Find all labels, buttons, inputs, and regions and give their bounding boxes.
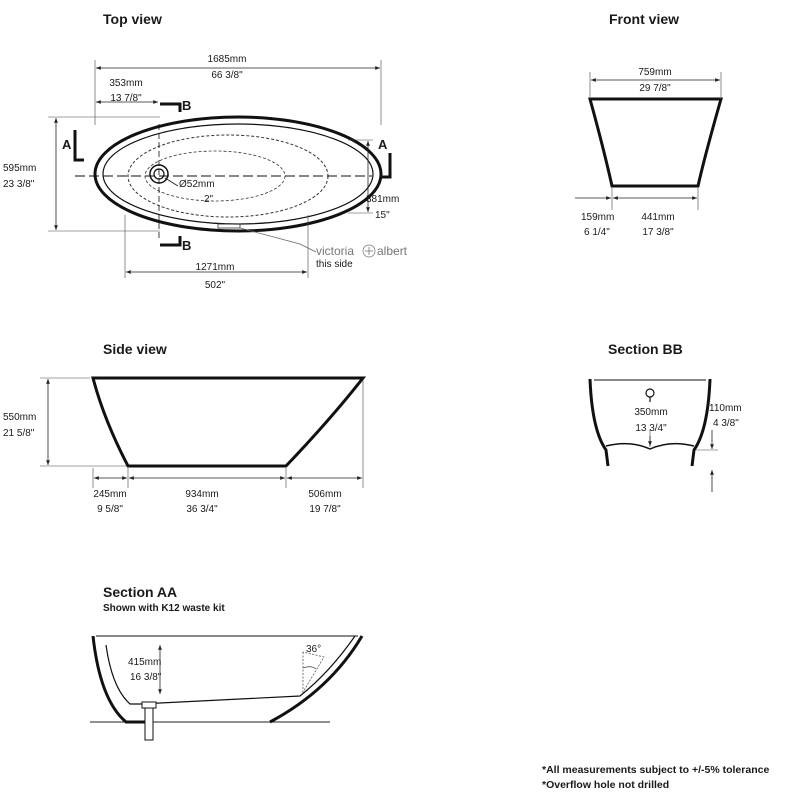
top-inner-width-mm: 381mm [366,194,399,205]
top-inner-length-mm: 1271mm [196,262,235,273]
front-view-title: Front view [609,11,679,27]
top-view-title: Top view [103,11,162,27]
side-tub-outline [91,376,367,468]
side-base-mm: 934mm [185,489,218,500]
brand-plus-icon [362,244,376,258]
section-aa-depth-mm: 415mm [128,657,161,668]
side-left-in: 9 5/8" [97,504,123,515]
top-length-in: 66 3/8" [211,70,243,81]
front-base-in: 17 3/8" [642,227,674,238]
section-aa-depth-in: 16 3/8" [130,672,162,683]
section-bb-depth-in: 4 3/8" [713,418,739,429]
section-bb-title: Section BB [608,341,683,357]
top-view: Top view 1685mm 66 3/8" 353mm 13 7/8" [3,11,408,291]
front-left-mm: 159mm [581,212,614,223]
top-inner-width-in: 15" [375,210,390,221]
front-top-mm: 759mm [638,67,671,78]
notes: *All measurements subject to +/-5% toler… [542,764,769,791]
top-width-in: 23 3/8" [3,179,35,190]
brand-this-side: this side [316,259,353,270]
section-b-top: B [182,98,191,113]
front-left-in: 6 1/4" [584,227,610,238]
overflow-hole-icon [645,388,655,398]
section-bb-inner-mm: 350mm [634,407,667,418]
front-base-mm: 441mm [641,212,674,223]
top-width-mm: 595mm [3,163,36,174]
basin-outline-dashed [127,134,329,218]
angle-marker [302,651,325,694]
note-tolerance: *All measurements subject to +/-5% toler… [542,764,769,776]
section-aa-angle: 36° [306,644,321,655]
section-aa-floor [139,635,356,705]
top-inner-length-in: 502" [205,280,226,291]
side-left-mm: 245mm [93,489,126,500]
top-waste-dia-in: 2" [204,194,214,205]
overflow-slot [217,223,241,229]
top-offset-in: 13 7/8" [110,93,142,104]
side-view: Side view 550mm 21 5/8" 245mm 9 5/8" 934… [3,341,367,515]
side-right-mm: 506mm [308,489,341,500]
side-height-mm: 550mm [3,412,36,423]
front-tub-outline [588,97,723,188]
section-a-left: A [62,137,72,152]
top-offset-mm: 353mm [109,78,142,89]
note-overflow: *Overflow hole not drilled [542,779,669,791]
section-a-right: A [378,137,388,152]
tub-outer-rim [93,115,383,233]
section-bb-depth-mm: 110mm [709,403,742,414]
side-base-in: 36 3/4" [186,504,218,515]
section-aa-subtitle: Shown with K12 waste kit [103,603,225,614]
top-waste-dia-mm: Ø52mm [179,179,215,190]
section-bb-floor [605,442,695,450]
section-bb-inner-in: 13 3/4" [635,423,667,434]
side-height-in: 21 5/8" [3,428,35,439]
front-view: Front view 759mm 29 7/8" 159mm 6 1/4" 44… [575,11,723,238]
tub-inner-rim [102,123,374,225]
front-top-in: 29 7/8" [639,83,671,94]
section-bb: Section BB 350mm 13 3/4" 110mm 4 3/8" [588,341,742,492]
section-aa-title: Section AA [103,584,177,600]
side-right-in: 19 7/8" [309,504,341,515]
brand-albert: albert [377,244,408,258]
waste-kit-icon [141,701,157,709]
top-length-mm: 1685mm [208,54,247,65]
section-aa: Section AA Shown with K12 waste kit 415m… [90,584,364,741]
section-b-bottom: B [182,238,191,253]
brand-victoria: victoria [316,244,354,258]
side-view-title: Side view [103,341,167,357]
